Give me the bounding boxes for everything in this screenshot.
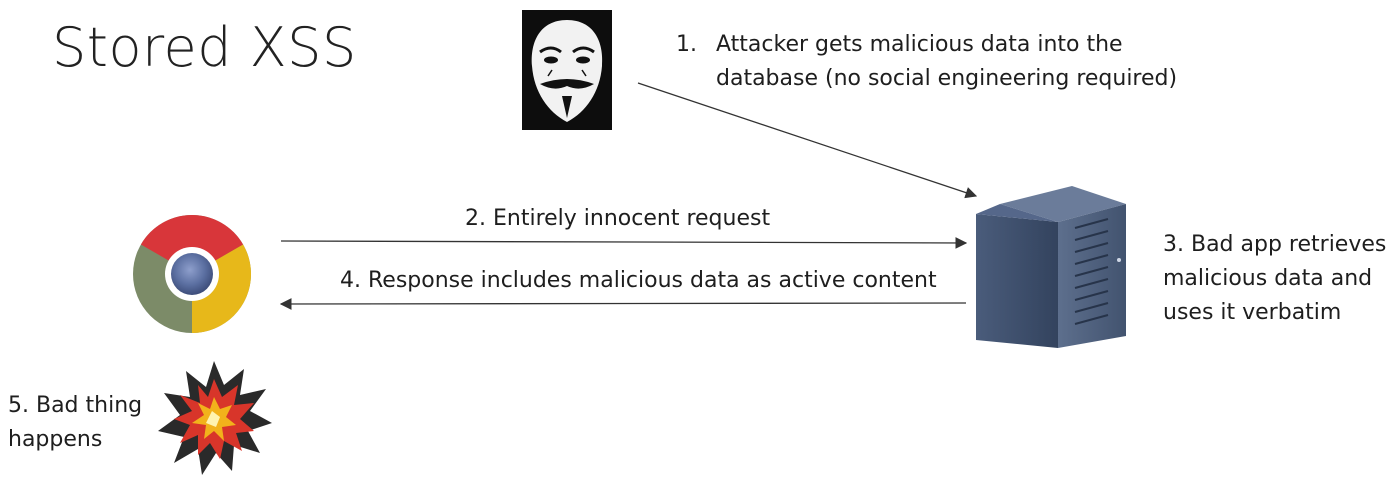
step-4-label: 4. Response includes malicious data as a… — [340, 268, 937, 293]
diagram-title: Stored XSS — [52, 16, 357, 79]
arrow-attacker-to-server — [637, 82, 978, 199]
arrow-response — [279, 298, 967, 310]
step-1-number: 1. — [676, 32, 697, 57]
guy-fawkes-mask-icon — [522, 10, 612, 130]
step-1-label: Attacker gets malicious data into the da… — [716, 32, 1178, 91]
arrow-request — [280, 237, 968, 249]
step-5-label: 5. Bad thing happens — [8, 393, 143, 452]
chrome-browser-icon — [133, 214, 252, 333]
step-3-label: 3. Bad app retrieves malicious data and … — [1163, 232, 1387, 325]
explosion-icon — [158, 361, 272, 475]
server-tower-icon — [976, 186, 1126, 348]
step-2-label: 2. Entirely innocent request — [465, 206, 771, 231]
